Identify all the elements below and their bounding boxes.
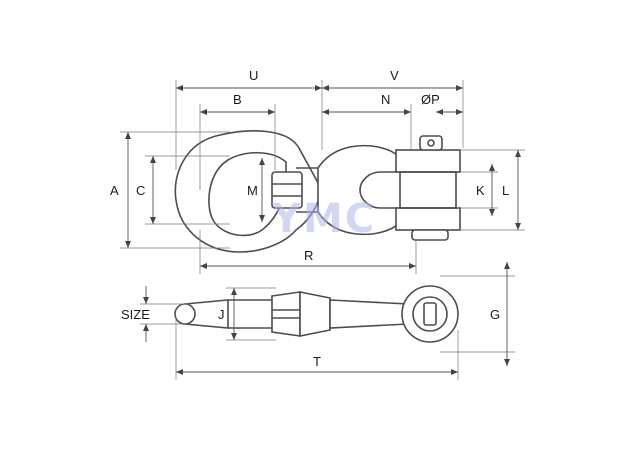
hex-nut-side [271, 291, 331, 337]
label-c: C [136, 183, 145, 198]
label-g: G [490, 307, 500, 322]
label-u: U [249, 68, 258, 83]
label-l: L [502, 183, 509, 198]
eye-neck [329, 299, 409, 329]
top-view: YMC [174, 130, 461, 253]
eye-link [174, 130, 323, 253]
label-size: SIZE [121, 307, 150, 322]
side-view [174, 285, 459, 343]
label-a: A [110, 183, 119, 198]
eye-side [401, 285, 459, 343]
hex-nut-top [271, 171, 303, 209]
label-j: J [218, 307, 225, 322]
label-m: M [247, 183, 258, 198]
dimension-labels: U V B N ØP A C M K L R SIZE J G T [110, 68, 509, 369]
ymc-watermark: YMC [271, 196, 376, 242]
label-v: V [390, 68, 399, 83]
label-k: K [476, 183, 485, 198]
label-p: ØP [421, 92, 440, 107]
dimensions [120, 80, 525, 380]
shank-end [174, 303, 196, 325]
label-t: T [313, 354, 321, 369]
label-n: N [381, 92, 390, 107]
clevis-jaw [317, 135, 461, 241]
label-b: B [233, 92, 242, 107]
label-r: R [304, 248, 313, 263]
